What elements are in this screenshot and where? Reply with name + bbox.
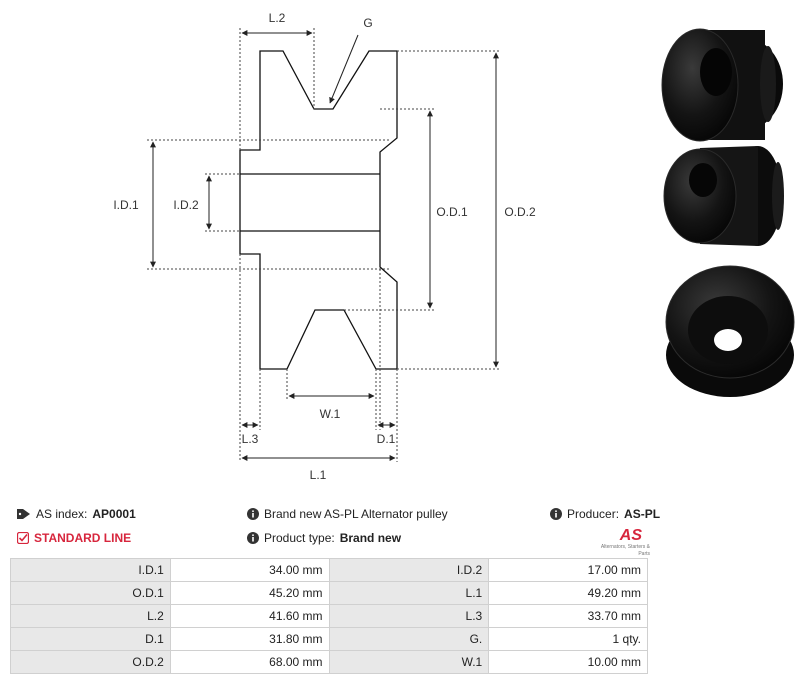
label-g: G [363, 16, 372, 30]
spec-value: 49.20 mm [488, 581, 648, 605]
spec-value: 10.00 mm [488, 650, 648, 674]
label-od1: O.D.1 [436, 205, 468, 219]
as-index-value: AP0001 [92, 507, 136, 521]
spec-label: D.1 [10, 627, 171, 651]
spec-label: I.D.1 [10, 558, 171, 582]
spec-value: 33.70 mm [488, 604, 648, 628]
logo-mark: AS [619, 527, 642, 544]
logo-tagline: Alternators, Starters & Parts [600, 544, 650, 557]
label-od2: O.D.2 [504, 205, 536, 219]
description-row: Brand new AS-PL Alternator pulley [247, 507, 448, 521]
info-icon [247, 508, 259, 520]
spec-label: O.D.1 [10, 581, 171, 605]
as-index-label: AS index: [36, 507, 88, 521]
producer-value: AS-PL [624, 507, 661, 521]
spec-value: 1 qty. [488, 627, 648, 651]
label-w1: W.1 [320, 407, 341, 421]
spec-label: L.3 [328, 604, 490, 628]
info-icon [550, 508, 562, 520]
checkbox-icon [17, 532, 29, 544]
label-id2: I.D.2 [173, 198, 199, 212]
spec-label: W.1 [328, 650, 490, 674]
label-l2: L.2 [269, 11, 286, 25]
spec-value: 68.00 mm [169, 650, 330, 674]
specs-table: I.D.1 34.00 mm I.D.2 17.00 mm O.D.1 45.2… [10, 558, 648, 674]
spec-value: 17.00 mm [488, 558, 648, 582]
product-type-value: Brand new [339, 531, 402, 545]
label-l1: L.1 [310, 468, 327, 482]
product-type-row: Product type: Brand new [247, 531, 401, 545]
label-l3: L.3 [242, 432, 259, 446]
table-row: I.D.1 34.00 mm I.D.2 17.00 mm [10, 558, 648, 582]
producer-row: Producer: AS-PL [550, 507, 660, 521]
spec-value: 41.60 mm [169, 604, 330, 628]
as-index-row: AS index: AP0001 [17, 507, 136, 521]
spec-label: L.2 [10, 604, 171, 628]
table-row: O.D.1 45.20 mm L.1 49.20 mm [10, 581, 648, 605]
product-photo-middle [663, 146, 784, 246]
standard-line-label: STANDARD LINE [34, 531, 132, 545]
tag-icon [17, 509, 30, 519]
product-photo-bottom [665, 265, 795, 397]
as-pl-logo: AS Alternators, Starters & Parts [588, 527, 650, 558]
pulley-section-outline [239, 50, 398, 370]
producer-label: Producer: [567, 507, 620, 521]
label-id1: I.D.1 [113, 198, 139, 212]
table-row: D.1 31.80 mm G. 1 qty. [10, 627, 648, 651]
spec-value: 34.00 mm [169, 558, 330, 582]
info-icon [247, 532, 259, 544]
spec-value: 45.20 mm [169, 581, 330, 605]
spec-label: L.1 [328, 581, 490, 605]
spec-value: 31.80 mm [169, 627, 330, 651]
spec-label: G. [328, 627, 490, 651]
table-row: L.2 41.60 mm L.3 33.70 mm [10, 604, 648, 628]
spec-label: O.D.2 [10, 650, 171, 674]
description-text: Brand new AS-PL Alternator pulley [264, 507, 448, 521]
extension-lines [147, 28, 500, 462]
product-type-label: Product type: [264, 531, 335, 545]
product-photo-top [661, 28, 783, 142]
standard-line-row: STANDARD LINE [17, 531, 131, 545]
dimension-arrows [150, 30, 499, 461]
label-d1: D.1 [377, 432, 396, 446]
table-row: O.D.2 68.00 mm W.1 10.00 mm [10, 650, 648, 674]
spec-label: I.D.2 [328, 558, 490, 582]
pulley-dimension-diagram: L.2 G I.D.1 I.D.2 O.D.1 O.D.2 W.1 L.3 D.… [113, 11, 795, 482]
